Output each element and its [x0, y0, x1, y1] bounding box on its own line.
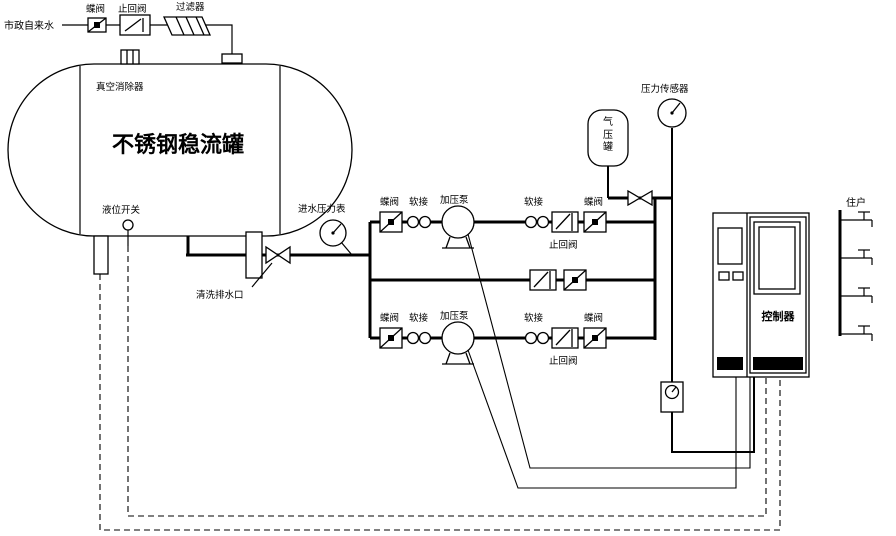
check-valve-icon: [119, 14, 151, 36]
air-tank-valve-icon: [627, 189, 653, 207]
tank-title: 不锈钢稳流罐: [112, 132, 244, 158]
button-right: [732, 271, 744, 281]
pump-line-1-symbols: [379, 205, 607, 249]
filter-icon: [162, 16, 212, 36]
inlet-group: [87, 14, 243, 64]
butterfly-valve-icon: [379, 327, 403, 349]
air-pressure-tank-label: 气压罐: [603, 117, 613, 153]
inlet-pipe: [62, 24, 233, 64]
check-valve-icon: [529, 269, 557, 291]
butterfly-valve-icon: [563, 269, 587, 291]
vent-left: [717, 357, 743, 370]
booster-pump-icon: [441, 205, 475, 249]
pump-line-2-symbols: [379, 321, 607, 365]
soft-joint-label: 软接: [524, 312, 544, 324]
window-outer: [753, 221, 801, 295]
vacuum-eliminator-icon: [120, 49, 140, 65]
level-tube-cable: [99, 274, 781, 531]
butterfly-valve-icon: [583, 211, 607, 233]
tank-group: [7, 49, 353, 279]
filter-label: 过滤器: [176, 1, 205, 13]
butterfly-valve-label: 蝶阀: [584, 312, 603, 324]
control-wiring: [99, 233, 781, 531]
butterfly-valve-label: 蝶阀: [584, 196, 603, 208]
controller-cabinet: 控制器: [712, 212, 810, 378]
drain-leader-line: [251, 262, 273, 288]
tank-body: [7, 63, 353, 237]
butterfly-valve-icon: [583, 327, 607, 349]
check-valve-icon: [551, 327, 579, 349]
booster-pump-icon: [441, 321, 475, 365]
tap-icon: [840, 325, 873, 341]
vent-right: [753, 357, 803, 370]
soft-joint-label: 软接: [524, 196, 544, 208]
butterfly-valve-icon: [379, 211, 403, 233]
check-valve-label: 止回阀: [549, 239, 578, 251]
check-valve-icon: [551, 211, 579, 233]
drain-port-label: 清洗排水口: [196, 289, 244, 301]
butterfly-valve-label: 蝶阀: [380, 312, 399, 324]
display-panel: [717, 227, 743, 265]
tank-support-left: [93, 235, 109, 275]
button-left: [718, 271, 730, 281]
soft-joint-label: 软接: [409, 196, 429, 208]
pump2-cable: [467, 349, 737, 489]
drain-valve-icon: [251, 245, 291, 288]
sensor-impulse-line: [671, 128, 755, 453]
bypass-symbols: [529, 269, 587, 291]
butterfly-valve-label: 蝶阀: [380, 196, 399, 208]
booster-pump-label: 加压泵: [440, 195, 469, 206]
pressure-sensor-label: 压力传感器: [641, 83, 689, 95]
soft-joint-icon: [524, 331, 550, 345]
inlet-pressure-gauge-label: 进水压力表: [298, 203, 346, 215]
butterfly-valve-label: 蝶阀: [86, 3, 105, 15]
level-switch-icon: [122, 219, 134, 246]
inlet-flange-icon: [221, 53, 243, 64]
inlet-pressure-gauge-icon: [319, 219, 353, 256]
controller-label: 控制器: [762, 309, 796, 323]
inner-frame: [749, 216, 807, 374]
window-inner: [758, 226, 796, 290]
level-switch-label: 液位开关: [102, 204, 141, 216]
municipal-water-label: 市政自来水: [4, 19, 54, 32]
outlet-spool: [245, 231, 263, 279]
remote-gauge-icon: [660, 381, 684, 413]
soft-joint-icon: [524, 215, 550, 229]
soft-joint-label: 软接: [409, 312, 429, 324]
check-valve-label: 止回阀: [549, 355, 578, 367]
pressure-sensor-icon: [657, 98, 687, 128]
butterfly-valve-icon: [87, 17, 107, 33]
vacuum-eliminator-label: 真空消除器: [96, 81, 144, 93]
air-tank-icon: [587, 109, 629, 167]
booster-pump-label: 加压泵: [440, 311, 469, 322]
users-label: 住户: [846, 196, 866, 209]
level-switch-cable: [127, 246, 767, 517]
tap-icon: [840, 211, 873, 227]
check-valve-label: 止回阀: [118, 3, 147, 15]
soft-joint-icon: [406, 215, 432, 229]
tap-icon: [840, 287, 873, 303]
pump1-cable: [467, 233, 751, 469]
diagram-labels: 市政自来水 蝶阀 止回阀 过滤器 真空消除器 不锈钢稳流罐 液位开关 清洗排水口…: [4, 1, 866, 367]
tap-icon: [840, 249, 873, 265]
soft-joint-icon: [406, 331, 432, 345]
users-riser-group: [838, 210, 873, 341]
